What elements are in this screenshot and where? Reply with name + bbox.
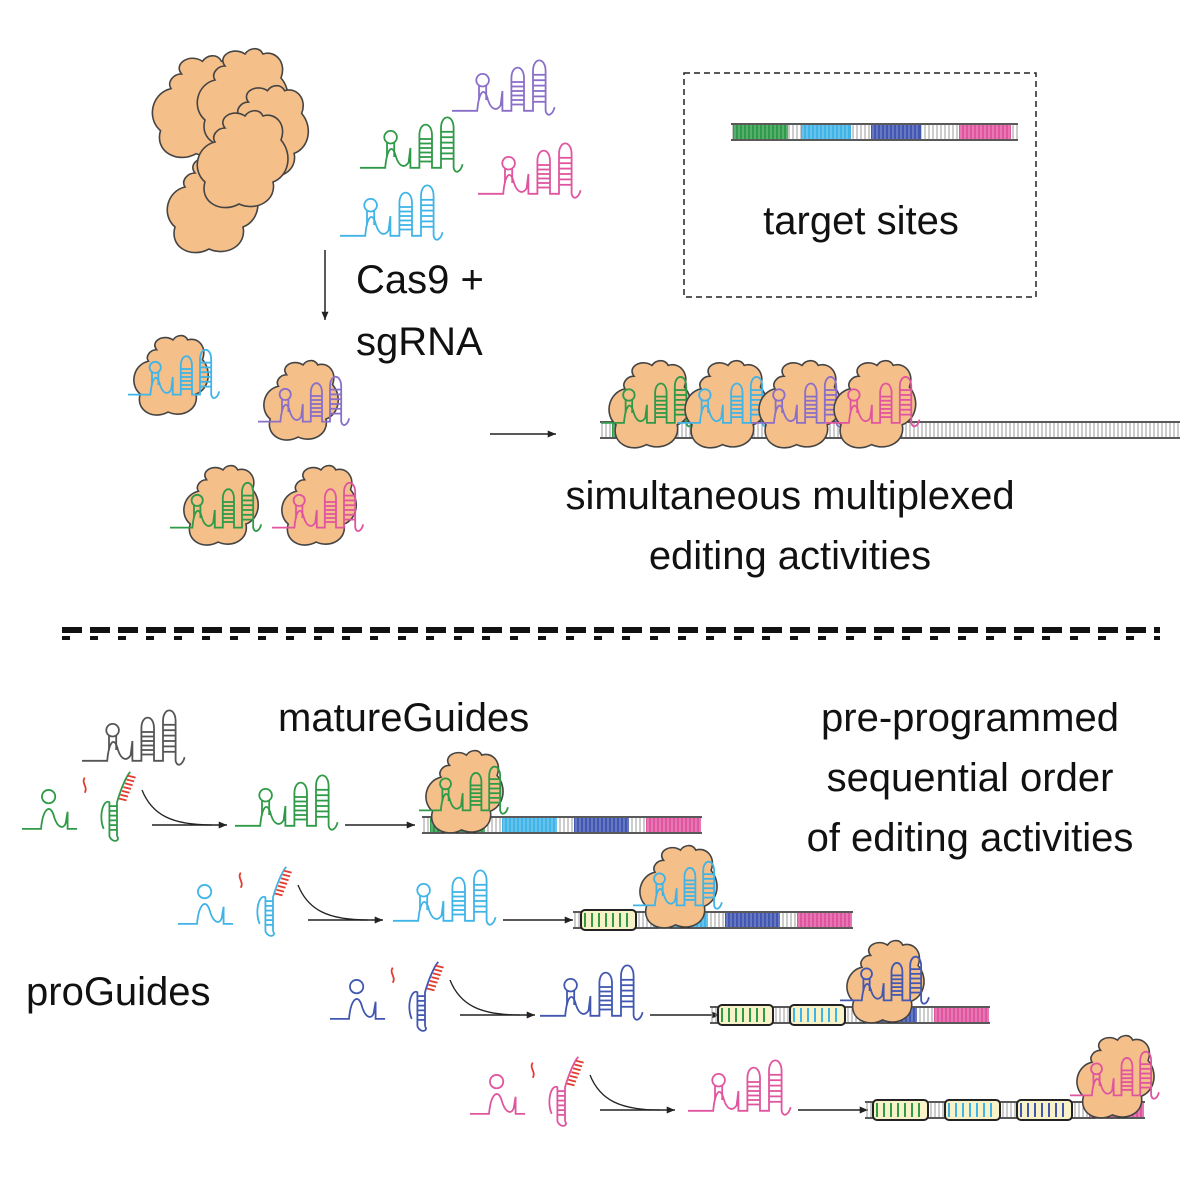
- bound-sgrna-cyan: [128, 348, 221, 399]
- bound-mature-guide: [419, 765, 509, 815]
- sgrna-magenta: [478, 142, 582, 199]
- arrow-head: [321, 311, 329, 320]
- sgrna-green: [360, 116, 464, 173]
- target-site: [725, 913, 780, 927]
- target-site: [801, 125, 851, 139]
- processing-curve: [589, 1074, 661, 1111]
- processing-curve: [141, 789, 213, 826]
- cas9-bound: [1076, 1034, 1155, 1119]
- sgrna-cyan: [340, 184, 444, 241]
- edited-site: [580, 909, 637, 931]
- sgrna-template: [82, 709, 186, 766]
- dna-sequential: [573, 909, 853, 931]
- mature-guide: [393, 869, 497, 926]
- cas9-complex: [183, 464, 260, 546]
- cas9-complex: [133, 334, 210, 416]
- proguide-pair: [22, 771, 136, 842]
- processing-curve: [297, 884, 369, 921]
- mature-guide: [540, 964, 644, 1021]
- arrow-head: [859, 1106, 868, 1114]
- bound-mature-guide: [633, 860, 723, 910]
- editing-activities-label: editing activities: [648, 534, 932, 578]
- simultaneous-label: simultaneous multiplexed: [565, 474, 1015, 518]
- target-site: [574, 818, 629, 832]
- bound-sgrna-green: [170, 481, 263, 532]
- cas9-protein: [196, 109, 289, 209]
- target-site: [646, 818, 701, 832]
- processing-curve: [449, 979, 521, 1016]
- proguide-pair: [470, 1056, 584, 1127]
- bound-sgrna-magenta: [272, 481, 365, 532]
- cas9-label: Cas9 +: [356, 258, 484, 302]
- cas9-bound: [684, 359, 768, 449]
- bound-sgrna-blue: [258, 375, 351, 426]
- cas9-bound: [608, 359, 692, 449]
- target-sites-label: target sites: [763, 199, 959, 243]
- cas9-bound: [639, 844, 718, 929]
- edited-site: [717, 1004, 774, 1026]
- bound-mature-guide: [1070, 1050, 1160, 1100]
- cas9-bound: [846, 939, 925, 1024]
- arrow-head: [374, 916, 383, 924]
- mature-guide: [235, 774, 339, 831]
- edited-site: [1016, 1099, 1073, 1121]
- edited-site: [944, 1099, 1001, 1121]
- cas9-bound: [758, 359, 842, 449]
- bound-sgrna: [826, 376, 921, 428]
- edited-site: [789, 1004, 846, 1026]
- preprogrammed-label: pre-programmed: [821, 696, 1119, 740]
- of-editing-activities-label: of editing activities: [806, 816, 1134, 860]
- cas9-bound: [425, 749, 504, 834]
- target-site: [502, 818, 557, 832]
- proguide-pair: [178, 866, 292, 937]
- edited-site: [872, 1099, 929, 1121]
- target-site: [733, 125, 788, 139]
- mature-guide: [688, 1059, 792, 1116]
- target-site: [934, 1008, 989, 1022]
- arrow-head: [526, 1011, 535, 1019]
- arrow-head: [218, 821, 227, 829]
- cas9-complex: [263, 359, 340, 441]
- cas9-bound: [833, 359, 917, 449]
- dna-sequential: [710, 1004, 990, 1026]
- target-site: [797, 913, 852, 927]
- sgrna-blue: [452, 59, 556, 116]
- proguide-pair: [330, 961, 444, 1032]
- proguides-label: proGuides: [26, 970, 211, 1014]
- bound-sgrna: [751, 376, 846, 428]
- arrow-head: [406, 821, 415, 829]
- sgrna-label: sgRNA: [356, 320, 483, 364]
- mature-guides-label: matureGuides: [278, 696, 530, 740]
- sequential-order-label: sequential order: [826, 756, 1114, 800]
- bound-mature-guide: [840, 955, 930, 1005]
- arrow-head: [666, 1106, 675, 1114]
- arrow-head: [547, 430, 556, 438]
- arrow-head: [564, 916, 573, 924]
- dna-target-sites: [731, 123, 1018, 141]
- target-site: [871, 125, 921, 139]
- target-sites-box: [683, 72, 1037, 298]
